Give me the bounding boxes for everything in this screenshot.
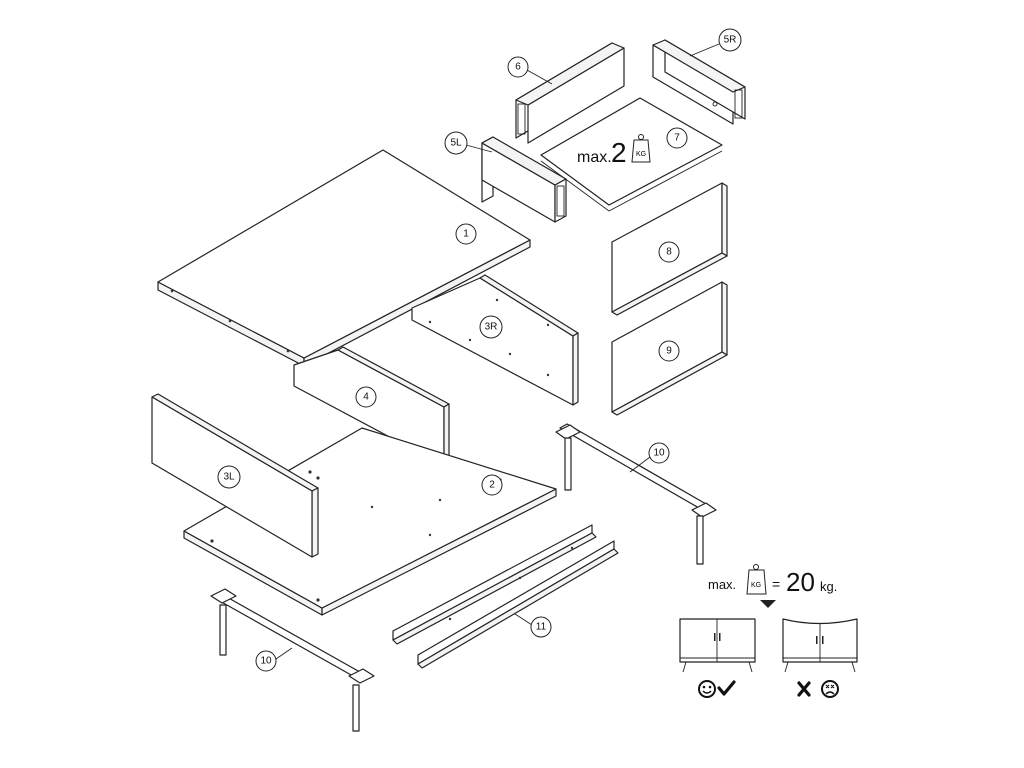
- svg-text:5L: 5L: [450, 138, 462, 149]
- panel-2-bottom: [183, 427, 557, 616]
- sad-face-icon: [821, 680, 839, 698]
- drawer-bottom-7: max. 2 KG: [540, 97, 723, 212]
- smiley-face-icon: [698, 680, 716, 698]
- check-mark-icon: [717, 680, 736, 696]
- cabinet-correct: [679, 618, 756, 673]
- svg-text:10: 10: [653, 448, 665, 459]
- drawer-load-prefix: max.: [577, 149, 612, 166]
- drawer-back-6: [515, 42, 625, 144]
- callout-6: 6: [507, 56, 553, 85]
- drawer-side-5R: [652, 39, 746, 125]
- svg-text:2: 2: [489, 480, 495, 491]
- svg-text:7: 7: [674, 133, 680, 144]
- callout-5L: 5L: [444, 131, 493, 155]
- load-warning: max. KG = 20 kg.: [708, 564, 837, 608]
- arrow-down-icon: [760, 600, 776, 608]
- panel-4-back: [293, 346, 450, 467]
- svg-text:KG: KG: [636, 151, 646, 158]
- drawer-side-5L: [481, 136, 567, 223]
- panel-3R-side: [411, 274, 579, 406]
- callout-7: 7: [666, 127, 688, 149]
- leg-frame-10-right: [555, 423, 717, 565]
- top-load-value: 20: [786, 567, 815, 597]
- svg-text:11: 11: [536, 622, 547, 633]
- panel-1-top: [157, 149, 531, 367]
- callout-10-right: 10: [629, 442, 670, 473]
- svg-text:4: 4: [363, 392, 369, 403]
- cross-mark-icon: [797, 681, 811, 697]
- callout-8: 8: [658, 241, 680, 263]
- callout-5R: 5R: [689, 28, 742, 57]
- drawer-load-value: 2: [611, 137, 627, 168]
- svg-text:5R: 5R: [724, 35, 737, 46]
- callout-4: 4: [355, 386, 377, 408]
- callout-3R: 3R: [479, 315, 503, 339]
- cabinet-overloaded: [782, 618, 858, 673]
- callout-3L: 3L: [217, 465, 241, 489]
- svg-text:8: 8: [666, 247, 672, 258]
- svg-text:10: 10: [260, 656, 272, 667]
- svg-text:3R: 3R: [485, 322, 498, 333]
- svg-text:3L: 3L: [223, 472, 235, 483]
- rails-11: [392, 524, 619, 669]
- kg-weight-icon: KG: [746, 564, 767, 595]
- kg-weight-icon: KG: [631, 134, 651, 163]
- top-load-prefix: max.: [708, 577, 736, 592]
- svg-text:6: 6: [515, 62, 521, 73]
- leg-frame-10-left: [210, 588, 375, 732]
- top-load-equals: =: [772, 576, 780, 592]
- callout-2: 2: [481, 474, 503, 496]
- top-load-unit: kg.: [820, 579, 837, 594]
- callout-10-left: 10: [255, 647, 293, 672]
- svg-text:KG: KG: [751, 582, 761, 589]
- callout-11: 11: [514, 613, 552, 638]
- callout-9: 9: [658, 340, 680, 362]
- callout-1: 1: [455, 223, 477, 245]
- svg-text:1: 1: [463, 229, 469, 240]
- svg-text:9: 9: [666, 346, 672, 357]
